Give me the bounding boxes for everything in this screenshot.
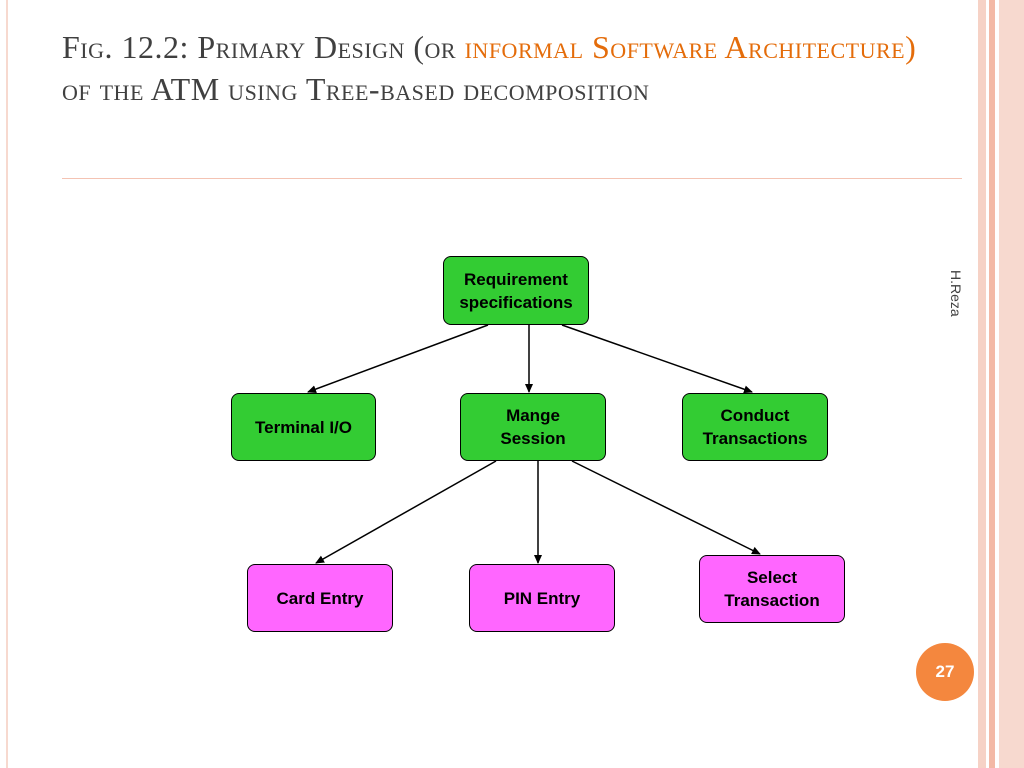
author-label: H.Reza [948, 270, 964, 317]
edge-requirement-terminal [307, 324, 489, 393]
decor-stripe [978, 0, 986, 768]
node-conduct-transactions: Conduct Transactions [682, 393, 828, 461]
title-text-part1: Fig. 12.2: Primary Design (or [62, 29, 465, 65]
decor-stripe [989, 0, 995, 768]
node-terminal-io: Terminal I/O [231, 393, 376, 461]
decor-stripe [995, 0, 999, 768]
edge-session-select [571, 460, 761, 555]
title-text-part2: of the ATM using Tree-based decompositio… [62, 71, 650, 107]
node-select-transaction: Select Transaction [699, 555, 845, 623]
edge-session-card [315, 460, 497, 564]
node-card-entry: Card Entry [247, 564, 393, 632]
slide-title: Fig. 12.2: Primary Design (or informal S… [62, 26, 922, 110]
title-divider [62, 178, 962, 179]
node-manage-session: Mange Session [460, 393, 606, 461]
left-border-line [6, 0, 8, 768]
node-requirement-specifications: Requirement specifications [443, 256, 589, 325]
decor-stripe [986, 0, 989, 768]
edge-requirement-conduct [561, 324, 753, 394]
page-number-badge: 27 [916, 643, 974, 701]
node-pin-entry: PIN Entry [469, 564, 615, 632]
title-accent-text: informal Software Architecture) [464, 29, 917, 65]
decor-stripe [999, 0, 1024, 768]
